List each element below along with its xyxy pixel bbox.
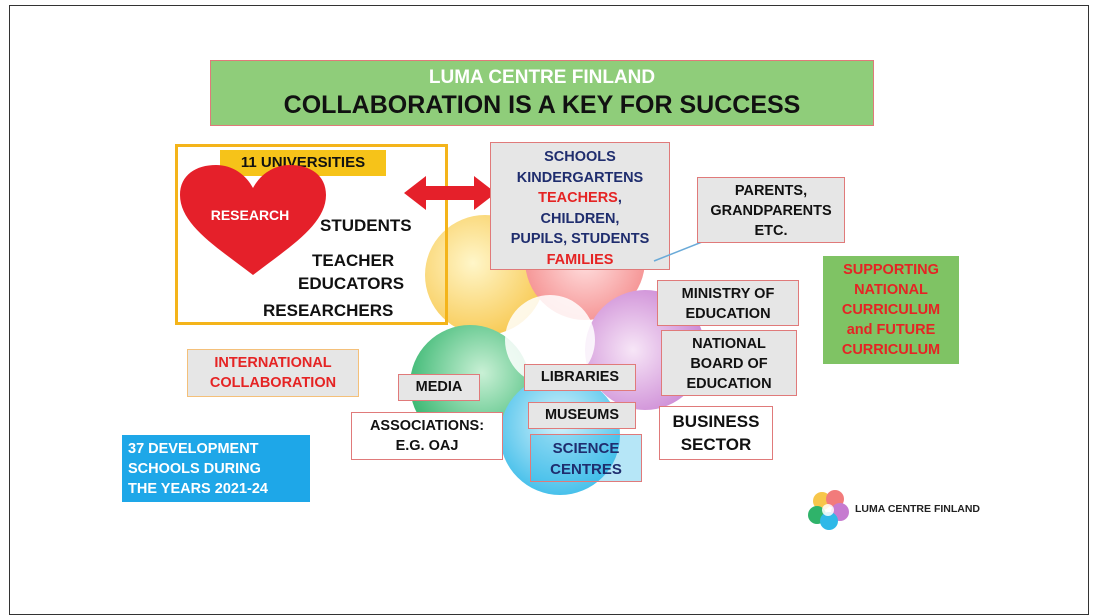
flower-center	[505, 295, 595, 385]
title-main: COLLABORATION IS A KEY FOR SUCCESS	[283, 91, 801, 119]
supporting-curriculum-box: SUPPORTING NATIONAL CURRICULUM and FUTUR…	[823, 256, 959, 364]
international-line-1: INTERNATIONAL	[214, 355, 332, 371]
associations-box: ASSOCIATIONS: E.G. OAJ	[351, 412, 503, 460]
supporting-line-1: SUPPORTING	[843, 262, 939, 278]
parents-box: PARENTS, GRANDPARENTS ETC.	[697, 177, 845, 243]
universities-box	[175, 144, 448, 325]
educators-label: EDUCATORS	[298, 274, 405, 293]
board-line-1: NATIONAL	[692, 336, 766, 352]
supporting-line-3: CURRICULUM	[841, 302, 941, 318]
schools-families: FAMILIES	[546, 251, 614, 268]
dev-line-2: SCHOOLS DURING	[128, 461, 261, 477]
board-line-2: BOARD OF	[690, 356, 768, 372]
parents-line-1: PARENTS,	[734, 183, 808, 199]
board-line-3: EDUCATION	[686, 376, 772, 392]
associations-line-2: E.G. OAJ	[395, 438, 459, 454]
schools-line-4: CHILDREN,	[540, 210, 620, 227]
science-line-1: SCIENCE	[552, 440, 620, 457]
parents-line-2: GRANDPARENTS	[710, 203, 832, 219]
supporting-line-5: CURRICULUM	[841, 342, 941, 358]
logo-text: LUMA CENTRE FINLAND	[855, 503, 981, 515]
associations-line-1: ASSOCIATIONS:	[369, 418, 485, 434]
ministry-line-1: MINISTRY OF	[681, 286, 775, 302]
international-box: INTERNATIONAL COLLABORATION	[187, 349, 359, 397]
museums-box: MUSEUMS	[528, 402, 636, 429]
science-line-2: CENTRES	[550, 461, 622, 478]
ministry-line-2: EDUCATION	[685, 306, 771, 322]
dev-line-1: 37 DEVELOPMENT	[128, 441, 259, 457]
schools-box: SCHOOLS KINDERGARTENS TEACHERS, CHILDREN…	[490, 142, 670, 270]
teacher-label: TEACHER	[312, 251, 395, 270]
science-centres-box: SCIENCE CENTRES	[530, 434, 642, 482]
schools-comma: ,	[617, 190, 622, 206]
researchers-label: RESEARCHERS	[263, 301, 394, 320]
schools-line-1: SCHOOLS	[544, 149, 616, 165]
ministry-box: MINISTRY OF EDUCATION	[657, 280, 799, 326]
parents-line-3: ETC.	[754, 223, 788, 239]
double-arrow-icon	[404, 176, 496, 210]
business-box: BUSINESS SECTOR	[659, 406, 773, 460]
media-box: MEDIA	[398, 374, 480, 401]
dev-line-3: THE YEARS 2021-24	[128, 481, 268, 497]
supporting-line-4: and FUTURE	[846, 322, 936, 338]
title-subtitle: LUMA CENTRE FINLAND	[428, 67, 656, 88]
students-label: STUDENTS	[320, 216, 412, 235]
title-banner: LUMA CENTRE FINLAND COLLABORATION IS A K…	[210, 60, 874, 126]
schools-line-5: PUPILS, STUDENTS	[510, 231, 650, 247]
luma-logo-icon	[808, 490, 849, 530]
schools-teachers: TEACHERS	[538, 190, 618, 206]
business-line-1: BUSINESS	[672, 412, 760, 431]
libraries-box: LIBRARIES	[524, 364, 636, 391]
supporting-line-2: NATIONAL	[854, 282, 928, 298]
international-line-2: COLLABORATION	[209, 375, 337, 391]
schools-line-2: KINDERGARTENS	[516, 169, 644, 186]
heart-icon	[180, 165, 326, 275]
business-line-2: SECTOR	[680, 435, 752, 454]
development-schools-box: 37 DEVELOPMENT SCHOOLS DURING THE YEARS …	[122, 435, 310, 502]
national-board-box: NATIONAL BOARD OF EDUCATION	[661, 330, 797, 396]
heart-label: RESEARCH	[210, 207, 290, 223]
